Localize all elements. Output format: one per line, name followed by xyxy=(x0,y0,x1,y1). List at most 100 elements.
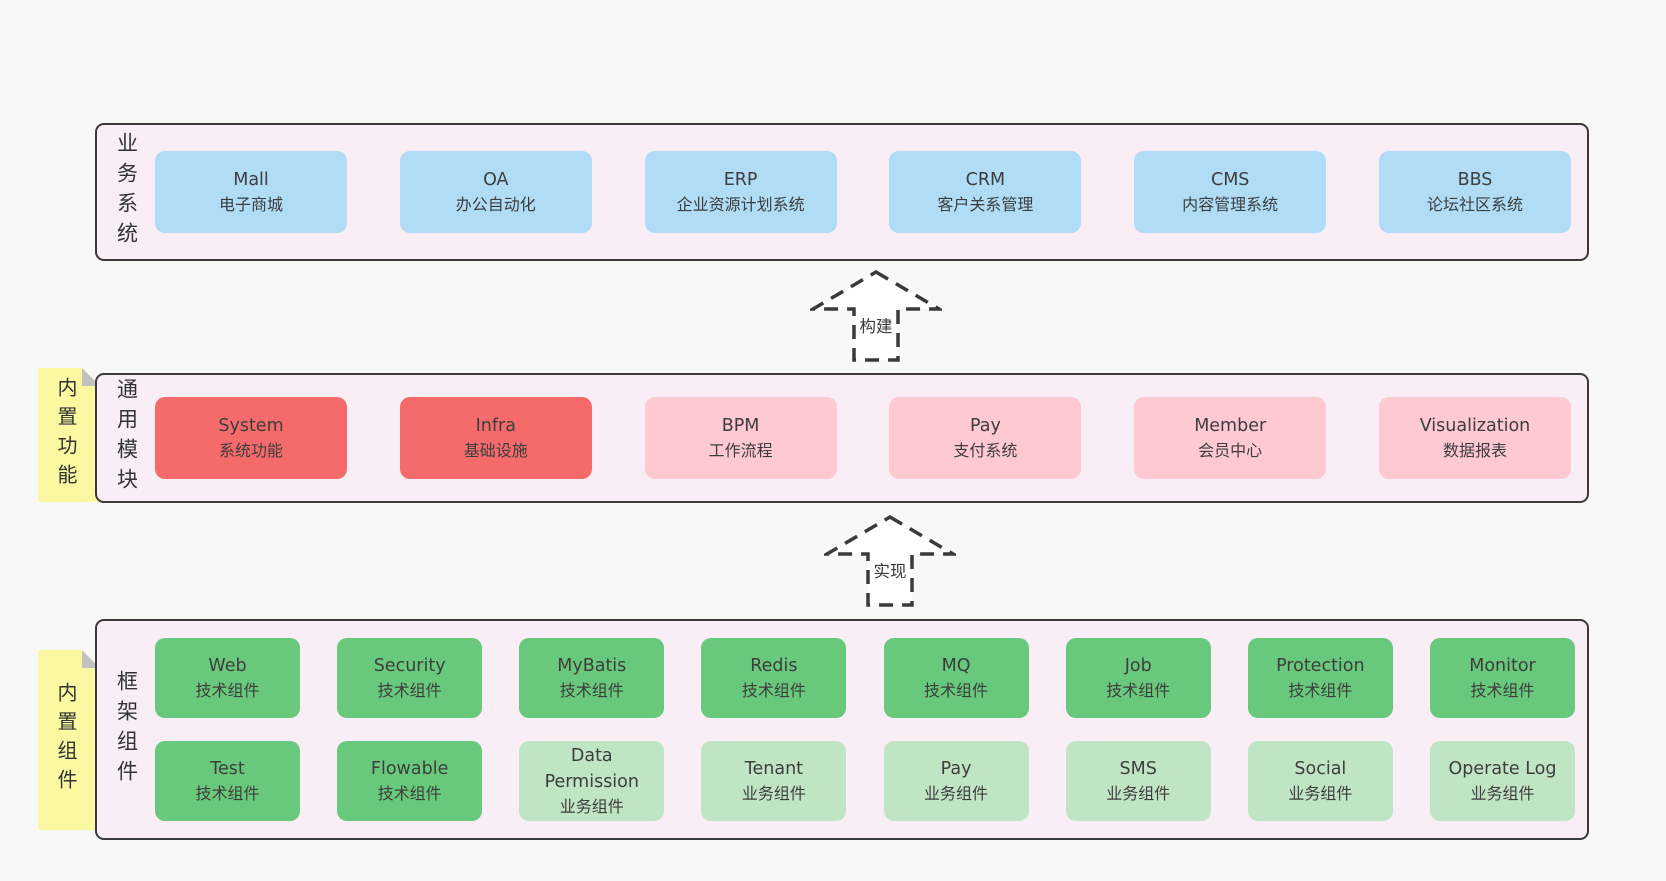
arrow-build: 构建 xyxy=(810,269,942,363)
box-subtitle: 技术组件 xyxy=(195,681,260,701)
box-member: Member 会员中心 xyxy=(1134,397,1327,479)
box-mybatis: MyBatis 技术组件 xyxy=(519,638,665,718)
box-pay-module: Pay 支付系统 xyxy=(889,397,1082,479)
box-erp: ERP 企业资源计划系统 xyxy=(644,151,837,233)
box-title: Flowable xyxy=(370,758,449,779)
box-cms: CMS 内容管理系统 xyxy=(1134,151,1327,233)
box-bpm: BPM 工作流程 xyxy=(644,397,837,479)
box-infra: Infra 基础设施 xyxy=(399,397,592,479)
box-operate-log: Operate Log 业务组件 xyxy=(1429,741,1575,821)
up-arrow-icon xyxy=(810,269,942,362)
box-title: Monitor xyxy=(1469,655,1536,676)
box-title: Tenant xyxy=(744,758,804,779)
box-test: Test 技术组件 xyxy=(155,741,300,821)
box-title: Job xyxy=(1124,655,1152,676)
box-title: Operate Log xyxy=(1448,758,1557,779)
box-subtitle: 技术组件 xyxy=(377,784,442,804)
box-subtitle: 技术组件 xyxy=(1288,681,1353,701)
box-subtitle: 技术组件 xyxy=(741,681,806,701)
box-subtitle: 业务组件 xyxy=(559,797,624,817)
box-subtitle: 技术组件 xyxy=(1470,681,1535,701)
box-sms: SMS 业务组件 xyxy=(1065,741,1211,821)
box-title: ERP xyxy=(723,169,758,190)
box-mall: Mall 电子商城 xyxy=(155,151,347,233)
arrow-implement-label: 实现 xyxy=(873,562,907,581)
box-protection: Protection 技术组件 xyxy=(1247,638,1393,718)
box-title: Web xyxy=(208,655,247,676)
box-subtitle: 业务组件 xyxy=(924,784,989,804)
box-title: Visualization xyxy=(1419,415,1531,436)
arrow-implement: 实现 xyxy=(824,514,956,608)
band-modules-label-text: 通用模块 xyxy=(114,378,139,498)
box-subtitle: 支付系统 xyxy=(953,441,1018,461)
box-web: Web 技术组件 xyxy=(155,638,300,718)
note-built-in-components: 内置组件 xyxy=(38,650,100,830)
box-title: CMS xyxy=(1210,169,1250,190)
box-redis: Redis 技术组件 xyxy=(701,638,847,718)
box-subtitle: 论坛社区系统 xyxy=(1426,195,1523,215)
box-visualization: Visualization 数据报表 xyxy=(1378,397,1571,479)
box-subtitle: 电子商城 xyxy=(218,195,283,215)
box-title: SMS xyxy=(1119,758,1157,779)
box-flowable: Flowable 技术组件 xyxy=(337,741,483,821)
box-subtitle: 业务组件 xyxy=(1470,784,1535,804)
box-title: MQ xyxy=(941,655,971,676)
box-title: MyBatis xyxy=(557,655,627,676)
band-components-label: 框架组件 xyxy=(97,621,155,838)
box-social: Social 业务组件 xyxy=(1247,741,1393,821)
box-subtitle: 数据报表 xyxy=(1442,441,1507,461)
box-title: Infra xyxy=(475,415,516,436)
box-title: Redis xyxy=(750,655,798,676)
box-title: Test xyxy=(210,758,245,779)
box-subtitle: 基础设施 xyxy=(463,441,528,461)
box-pay-component: Pay 业务组件 xyxy=(883,741,1029,821)
box-title: Mall xyxy=(233,169,269,190)
component-row-2: Test 技术组件 Flowable 技术组件 Data Permission … xyxy=(155,741,1575,821)
note-text: 内置组件 xyxy=(54,682,78,798)
box-title: CRM xyxy=(965,169,1006,190)
box-title: Pay xyxy=(940,758,972,779)
box-bbs: BBS 论坛社区系统 xyxy=(1378,151,1571,233)
box-subtitle: 业务组件 xyxy=(1288,784,1353,804)
box-title: System xyxy=(218,415,284,436)
box-title: Member xyxy=(1194,415,1267,436)
box-title: Security xyxy=(373,655,446,676)
arrow-build-label: 构建 xyxy=(859,317,893,336)
box-title: Data Permission xyxy=(544,745,639,792)
box-subtitle: 会员中心 xyxy=(1198,441,1263,461)
component-boxes: Web 技术组件 Security 技术组件 MyBatis 技术组件 Redi… xyxy=(155,621,1587,838)
box-subtitle: 内容管理系统 xyxy=(1182,195,1279,215)
band-business-label-text: 业务系统 xyxy=(114,132,139,252)
box-data-permission: Data Permission 业务组件 xyxy=(519,741,665,821)
band-components-label-text: 框架组件 xyxy=(114,669,139,790)
box-subtitle: 系统功能 xyxy=(218,441,283,461)
note-text: 内置功能 xyxy=(54,377,78,493)
box-mq: MQ 技术组件 xyxy=(883,638,1029,718)
band-framework-components: 框架组件 Web 技术组件 Security 技术组件 MyBatis 技术组件… xyxy=(95,619,1589,840)
band-business-label: 业务系统 xyxy=(97,125,155,259)
band-common-modules: 通用模块 System 系统功能 Infra 基础设施 BPM 工作流程 Pay… xyxy=(95,373,1589,503)
box-subtitle: 技术组件 xyxy=(559,681,624,701)
box-subtitle: 客户关系管理 xyxy=(937,195,1034,215)
business-boxes: Mall 电子商城 OA 办公自动化 ERP 企业资源计划系统 CRM 客户关系… xyxy=(155,125,1587,259)
box-subtitle: 企业资源计划系统 xyxy=(676,195,805,215)
box-title: Protection xyxy=(1276,655,1365,676)
band-business-systems: 业务系统 Mall 电子商城 OA 办公自动化 ERP 企业资源计划系统 CRM… xyxy=(95,123,1589,261)
box-subtitle: 技术组件 xyxy=(924,681,989,701)
box-subtitle: 工作流程 xyxy=(708,441,773,461)
box-subtitle: 业务组件 xyxy=(1106,784,1171,804)
component-row-1: Web 技术组件 Security 技术组件 MyBatis 技术组件 Redi… xyxy=(155,638,1575,718)
box-title: BBS xyxy=(1457,169,1493,190)
box-monitor: Monitor 技术组件 xyxy=(1429,638,1575,718)
box-security: Security 技术组件 xyxy=(337,638,483,718)
box-subtitle: 技术组件 xyxy=(195,784,260,804)
box-job: Job 技术组件 xyxy=(1065,638,1211,718)
box-oa: OA 办公自动化 xyxy=(399,151,592,233)
box-title: Pay xyxy=(969,415,1001,436)
band-modules-label: 通用模块 xyxy=(97,375,155,501)
note-built-in-features: 内置功能 xyxy=(38,368,100,502)
up-arrow-icon xyxy=(824,514,956,607)
box-title: BPM xyxy=(721,415,760,436)
box-system: System 系统功能 xyxy=(155,397,347,479)
box-subtitle: 业务组件 xyxy=(741,784,806,804)
